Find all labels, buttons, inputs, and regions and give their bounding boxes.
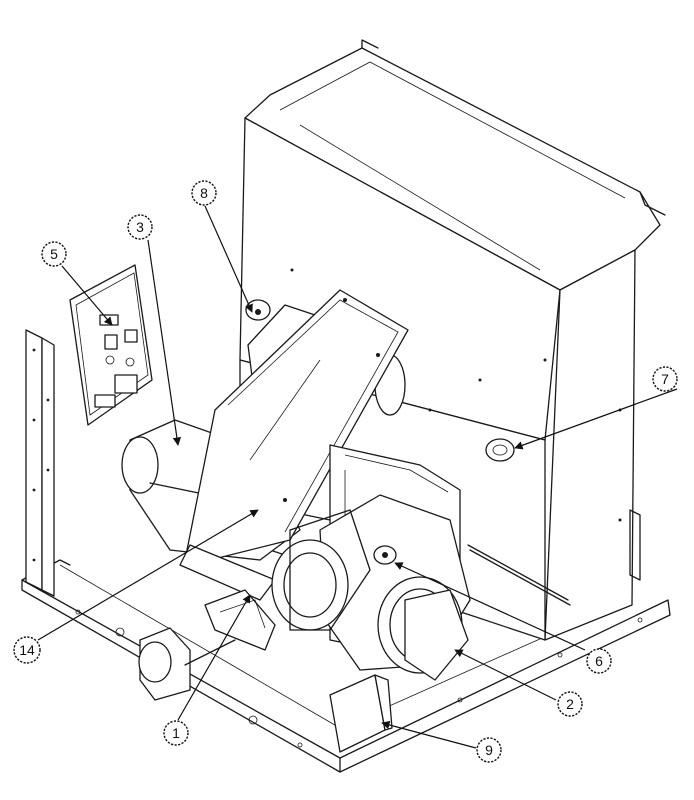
callout-1: 1 [163,720,189,746]
callout-8-label: 8 [200,185,208,201]
vent-collar [271,509,371,631]
left-side-panel [25,329,55,597]
callout-9-label: 9 [485,742,493,758]
leader-2 [454,649,557,701]
leader-5 [61,265,113,326]
callout-8: 8 [191,180,217,206]
leader-1 [177,594,251,721]
callout-5: 5 [41,241,67,267]
callout-2: 2 [557,691,583,717]
callout-7: 7 [652,366,678,392]
leader-9 [381,720,477,749]
limit-switch [485,438,515,462]
leader-3 [147,239,182,446]
sensor-rod [467,544,571,606]
callout-6-label: 6 [595,653,603,669]
igniter-assembly [204,589,276,651]
rollout-switch [245,299,271,321]
control-board [69,264,153,426]
junction-box [329,674,393,753]
callout-leaders [37,205,678,749]
blower-housing [319,494,471,681]
callout-9: 9 [476,737,502,763]
pressure-switch [373,545,397,565]
leader-6 [394,562,586,651]
callout-14: 14 [13,636,41,664]
callout-3-label: 3 [136,219,144,235]
callout-5-label: 5 [50,246,58,262]
callout-14-label: 14 [19,642,35,658]
callout-1-label: 1 [172,725,180,741]
leader-8 [204,205,253,313]
mounting-bracket [179,289,409,601]
callout-6: 6 [586,648,612,674]
gas-inlet-fitting [138,627,236,701]
callout-2-label: 2 [566,696,574,712]
callout-7-label: 7 [661,371,669,387]
leader-14 [37,509,259,641]
leader-7 [514,388,678,450]
callout-3: 3 [127,214,153,240]
